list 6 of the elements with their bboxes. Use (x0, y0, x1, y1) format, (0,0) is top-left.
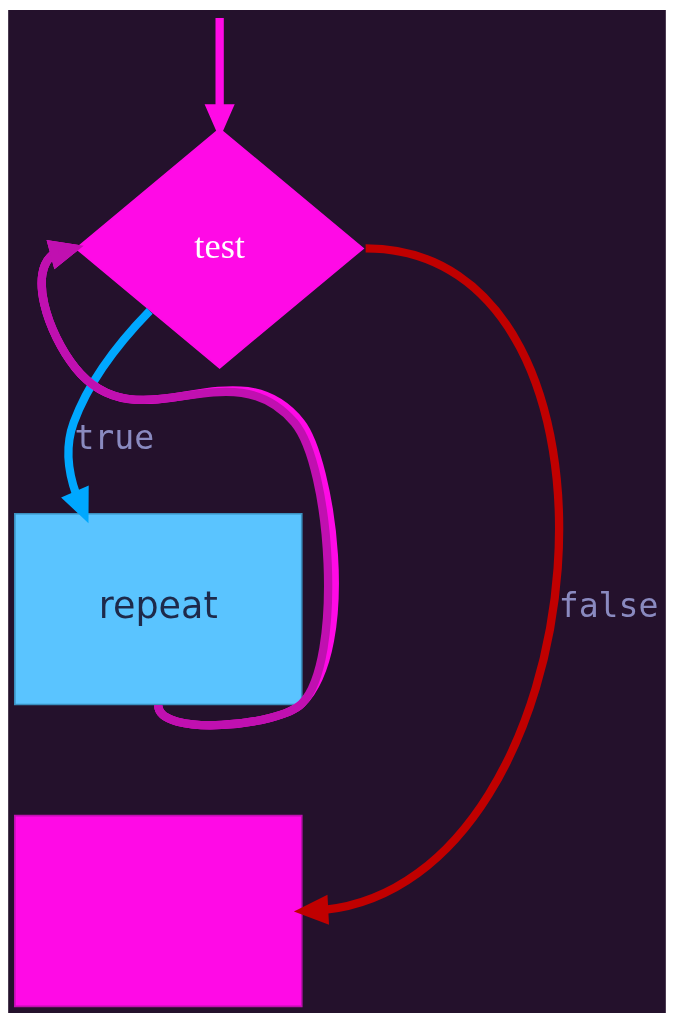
edge-label: true (74, 418, 155, 458)
node-box (14, 814, 303, 1008)
arrow (293, 244, 562, 925)
edge-label: false (558, 586, 659, 626)
node-box: repeat (14, 512, 303, 706)
arrow (61, 307, 153, 524)
